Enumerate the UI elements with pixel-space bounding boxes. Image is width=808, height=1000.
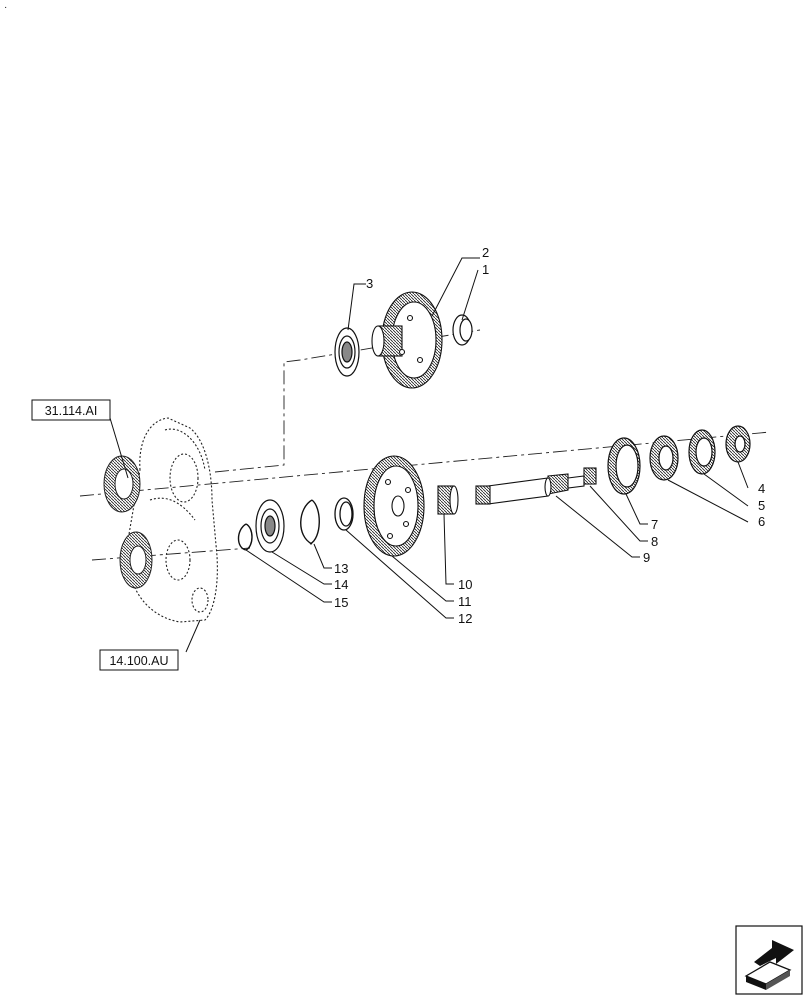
callout-5: 5 [758, 498, 765, 513]
callout-4: 4 [758, 481, 765, 496]
part-9-shaft[interactable] [475, 473, 585, 505]
part-2-gear-with-hub[interactable] [371, 291, 443, 389]
callout-8: 8 [651, 534, 658, 549]
reference-text-31-114-ai: 31.114.AI [45, 404, 98, 418]
callout-15: 15 [334, 595, 348, 610]
callout-9: 9 [643, 550, 650, 565]
part-1-ring[interactable] [452, 314, 473, 346]
corner-mark: · [4, 2, 7, 13]
part-14-bearing[interactable] [255, 499, 285, 553]
part-7-sync-ring[interactable] [607, 437, 641, 495]
callout-6: 6 [758, 514, 765, 529]
callout-1: 1 [482, 262, 489, 277]
part-10-needle-bearing[interactable] [437, 485, 459, 515]
reference-box-14-100-au[interactable]: 14.100.AU [99, 649, 179, 671]
part-8-needle-bearing[interactable] [583, 467, 597, 485]
callout-7: 7 [651, 517, 658, 532]
callout-10: 10 [458, 577, 472, 592]
part-15-snap-ring[interactable] [237, 523, 253, 551]
part-11-large-gear[interactable] [363, 455, 425, 557]
callout-12: 12 [458, 611, 472, 626]
transmission-housing [127, 417, 218, 623]
part-12-ring[interactable] [334, 497, 354, 531]
part-13-snap-ring[interactable] [300, 499, 320, 545]
callout-3: 3 [366, 276, 373, 291]
housing-gears [103, 455, 153, 589]
reference-box-31-114-ai[interactable]: 31.114.AI [31, 399, 111, 421]
part-4-small-gear[interactable] [725, 425, 751, 463]
callout-13: 13 [334, 561, 348, 576]
callout-11: 11 [458, 594, 472, 609]
callout-labels: 1 2 3 4 5 6 7 8 9 10 11 12 13 14 15 [334, 245, 765, 626]
part-3-bearing[interactable] [334, 327, 360, 377]
callout-2: 2 [482, 245, 489, 260]
part-5-sync-hub[interactable] [688, 429, 716, 475]
leader-lines [109, 257, 749, 653]
part-6-gear[interactable] [649, 435, 679, 481]
callout-14: 14 [334, 577, 348, 592]
page-turn-arrow-icon[interactable] [735, 925, 803, 995]
reference-text-14-100-au: 14.100.AU [109, 654, 168, 668]
